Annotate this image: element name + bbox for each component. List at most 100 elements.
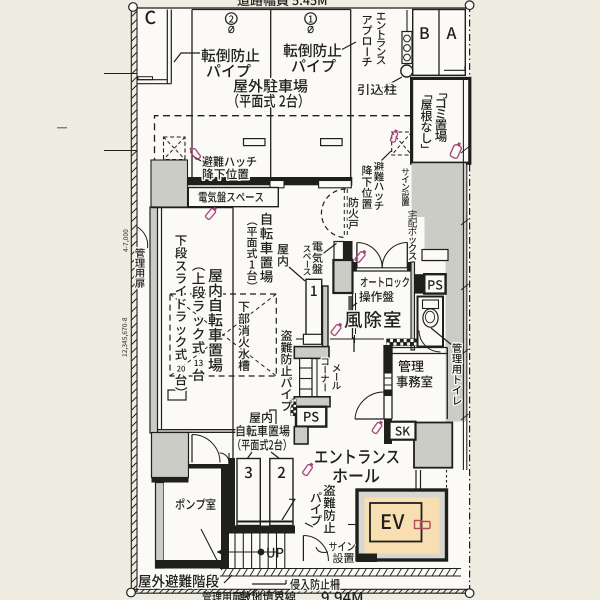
svg-text:下: 下 <box>362 174 373 190</box>
svg-text:）: ） <box>173 386 192 399</box>
svg-text:電気盤スペース: 電気盤スペース <box>198 189 264 206</box>
svg-text:ン: ン <box>376 44 387 59</box>
svg-text:ン: ン <box>376 18 387 33</box>
svg-text:ッ: ッ <box>192 309 206 329</box>
svg-text:盗: 盗 <box>323 480 336 499</box>
svg-text:イ: イ <box>280 386 292 403</box>
svg-text:止: 止 <box>323 517 336 536</box>
svg-text:式: 式 <box>247 245 258 261</box>
svg-text:イ: イ <box>401 173 410 185</box>
svg-text:式: 式 <box>175 344 188 363</box>
svg-text:ド: ド <box>175 293 188 312</box>
svg-text:理: 理 <box>135 256 146 271</box>
svg-text:UP: UP <box>266 543 284 562</box>
svg-text:ト: ト <box>452 373 463 388</box>
svg-text:2: 2 <box>229 11 234 25</box>
svg-text:置: 置 <box>208 339 223 360</box>
svg-text:EV: EV <box>380 506 405 535</box>
svg-text:場: 場 <box>208 354 223 375</box>
svg-text:PS: PS <box>303 407 319 426</box>
svg-text:場: 場 <box>435 126 448 145</box>
svg-text:パ: パ <box>280 374 292 391</box>
svg-text:20: 20 <box>177 363 186 374</box>
svg-text:消: 消 <box>238 322 250 339</box>
svg-text:管: 管 <box>452 341 463 356</box>
svg-text:防: 防 <box>348 194 359 210</box>
svg-text:チ: チ <box>374 198 385 213</box>
svg-text:レ: レ <box>452 394 463 409</box>
svg-text:屋: 屋 <box>420 96 432 113</box>
svg-text:（平面式2台）: （平面式2台） <box>232 435 292 454</box>
svg-text:気: 気 <box>312 250 323 266</box>
svg-text:ナ: ナ <box>320 371 330 385</box>
svg-text:ラ: ラ <box>192 295 206 315</box>
svg-text:宅: 宅 <box>408 208 418 222</box>
svg-text:転倒防止: 転倒防止 <box>201 45 260 66</box>
svg-text:ラ: ラ <box>175 306 188 325</box>
svg-text:ボ: ボ <box>408 224 418 238</box>
svg-text:ゴ: ゴ <box>435 92 448 111</box>
svg-text:避: 避 <box>374 160 385 175</box>
svg-text:ー: ー <box>319 383 333 393</box>
svg-text:設: 設 <box>401 189 410 201</box>
svg-text:A: A <box>447 20 457 44</box>
svg-text:パイプ: パイプ <box>206 61 251 82</box>
svg-text:プ: プ <box>280 397 292 414</box>
svg-text:プ: プ <box>310 512 322 529</box>
svg-text:パ: パ <box>310 489 322 506</box>
svg-text:面: 面 <box>247 234 258 250</box>
svg-text:管理: 管理 <box>398 356 424 375</box>
svg-text:屋外避難階段: 屋外避難階段 <box>138 571 219 592</box>
svg-text:置: 置 <box>435 115 448 134</box>
svg-text:5.45M: 5.45M <box>292 0 327 9</box>
svg-text:ポンプ室: ポンプ室 <box>175 494 216 513</box>
svg-text:避難ハッチ: 避難ハッチ <box>202 153 257 170</box>
svg-text:ト: ト <box>376 27 387 42</box>
svg-text:ホール: ホール <box>332 462 380 487</box>
svg-text:2: 2 <box>277 462 286 483</box>
svg-text:ク: ク <box>175 331 188 350</box>
svg-text:自転車置場: 自転車置場 <box>235 421 290 440</box>
svg-text:ー: ー <box>301 260 314 269</box>
svg-text:ス: ス <box>376 53 387 68</box>
svg-text:1: 1 <box>308 11 313 25</box>
svg-text:ー: ー <box>359 46 375 57</box>
svg-text:火: 火 <box>348 205 359 221</box>
svg-text:道路幅員: 道路幅員 <box>237 0 289 9</box>
svg-text:火: 火 <box>238 334 250 351</box>
svg-text:サ: サ <box>401 166 410 178</box>
svg-text:ー: ー <box>319 365 333 375</box>
svg-text:設置: 設置 <box>333 550 355 566</box>
svg-text:屋内: 屋内 <box>249 409 273 426</box>
svg-text:自: 自 <box>208 295 223 316</box>
svg-text:上: 上 <box>192 268 206 288</box>
svg-text:」: 」 <box>418 144 435 156</box>
svg-text:転: 転 <box>260 222 274 242</box>
svg-text:ン: ン <box>401 181 410 193</box>
svg-text:コ: コ <box>320 354 330 368</box>
svg-text:チ: チ <box>362 54 373 70</box>
svg-text:屋: 屋 <box>208 265 223 286</box>
svg-text:電: 電 <box>312 239 323 255</box>
svg-text:下: 下 <box>238 298 250 315</box>
svg-text:エ: エ <box>376 9 387 24</box>
svg-text:SK: SK <box>395 423 410 440</box>
svg-text:イ: イ <box>452 383 463 398</box>
svg-text:ッ: ッ <box>175 319 188 338</box>
svg-text:平: 平 <box>247 223 258 239</box>
svg-text:ラ: ラ <box>175 268 188 287</box>
svg-text:エントランス: エントランス <box>314 443 400 468</box>
svg-text:置: 置 <box>401 196 410 208</box>
svg-text:場: 場 <box>260 266 274 286</box>
svg-text:13: 13 <box>194 357 204 369</box>
svg-text:4-7,000: 4-7,000 <box>120 229 130 252</box>
svg-text:ペ: ペ <box>303 250 312 263</box>
svg-text:PS: PS <box>427 275 443 294</box>
svg-text:ハ: ハ <box>374 179 385 194</box>
svg-text:）: ） <box>244 281 260 292</box>
svg-text:式: 式 <box>192 337 206 357</box>
svg-text:1: 1 <box>249 256 255 272</box>
svg-text:用: 用 <box>135 266 146 281</box>
svg-text:ッ: ッ <box>408 232 418 246</box>
svg-text:イ: イ <box>310 500 322 517</box>
